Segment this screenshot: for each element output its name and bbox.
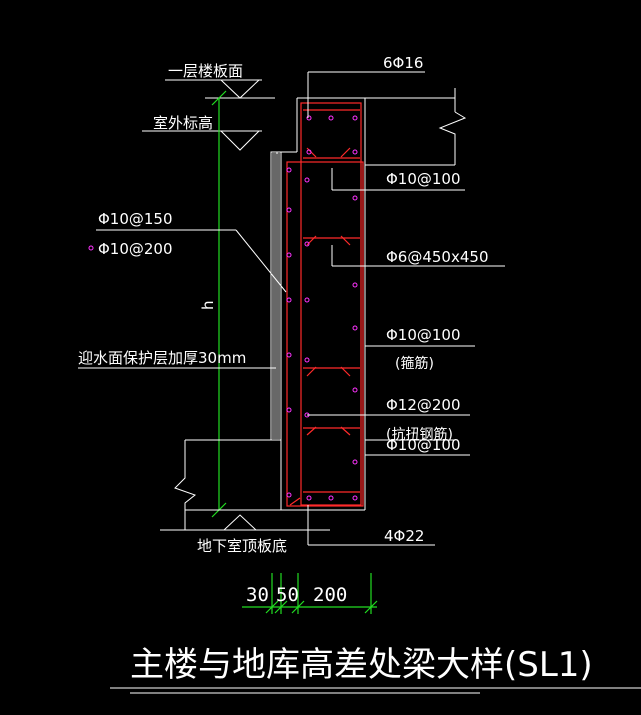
outdoor-level-marker [142,130,262,151]
floor1-slab-label: 一层楼板面 [168,62,243,80]
basement-roof-bottom-label: 地下室顶板底 [197,537,287,555]
bottom-bars-label: 4Φ22 [384,527,424,545]
tie-bars-label: Φ6@450x450 [386,248,489,266]
rebar-dots [88,115,358,501]
stirrup-bottom-label: Φ10@100 [386,436,461,454]
stirrup-top-label: Φ10@100 [386,170,461,188]
waterproof-cover-label: 迎水面保护层加厚30mm [78,349,246,367]
width-dimension [242,573,378,614]
rebar-150-label: Φ10@150 [98,210,173,228]
left-leaders [78,229,287,369]
dim-30-label: 30 [246,584,269,606]
rebar-200-label: Φ10@200 [98,240,173,258]
drawing-title: 主楼与地库高差处梁大样(SL1) [130,645,593,685]
torsion-bars-label: Φ12@200 [386,396,461,414]
top-bars-label: 6Φ16 [383,54,423,72]
rebar-cage [286,102,364,507]
stirrup-mid-note: (箍筋) [395,355,434,372]
height-label: h [199,300,217,310]
floor1-slab-marker [165,79,275,99]
concrete-outline [160,88,467,531]
outdoor-level-label: 室外标高 [153,114,213,132]
right-leaders [307,71,505,546]
torsion-note: (抗扭钢筋) [386,426,453,443]
stirrup-mid-label: Φ10@100 [386,326,461,344]
dim-50-label: 50 [276,584,299,606]
dim-200-label: 200 [313,584,347,606]
protection-layer [270,151,282,441]
